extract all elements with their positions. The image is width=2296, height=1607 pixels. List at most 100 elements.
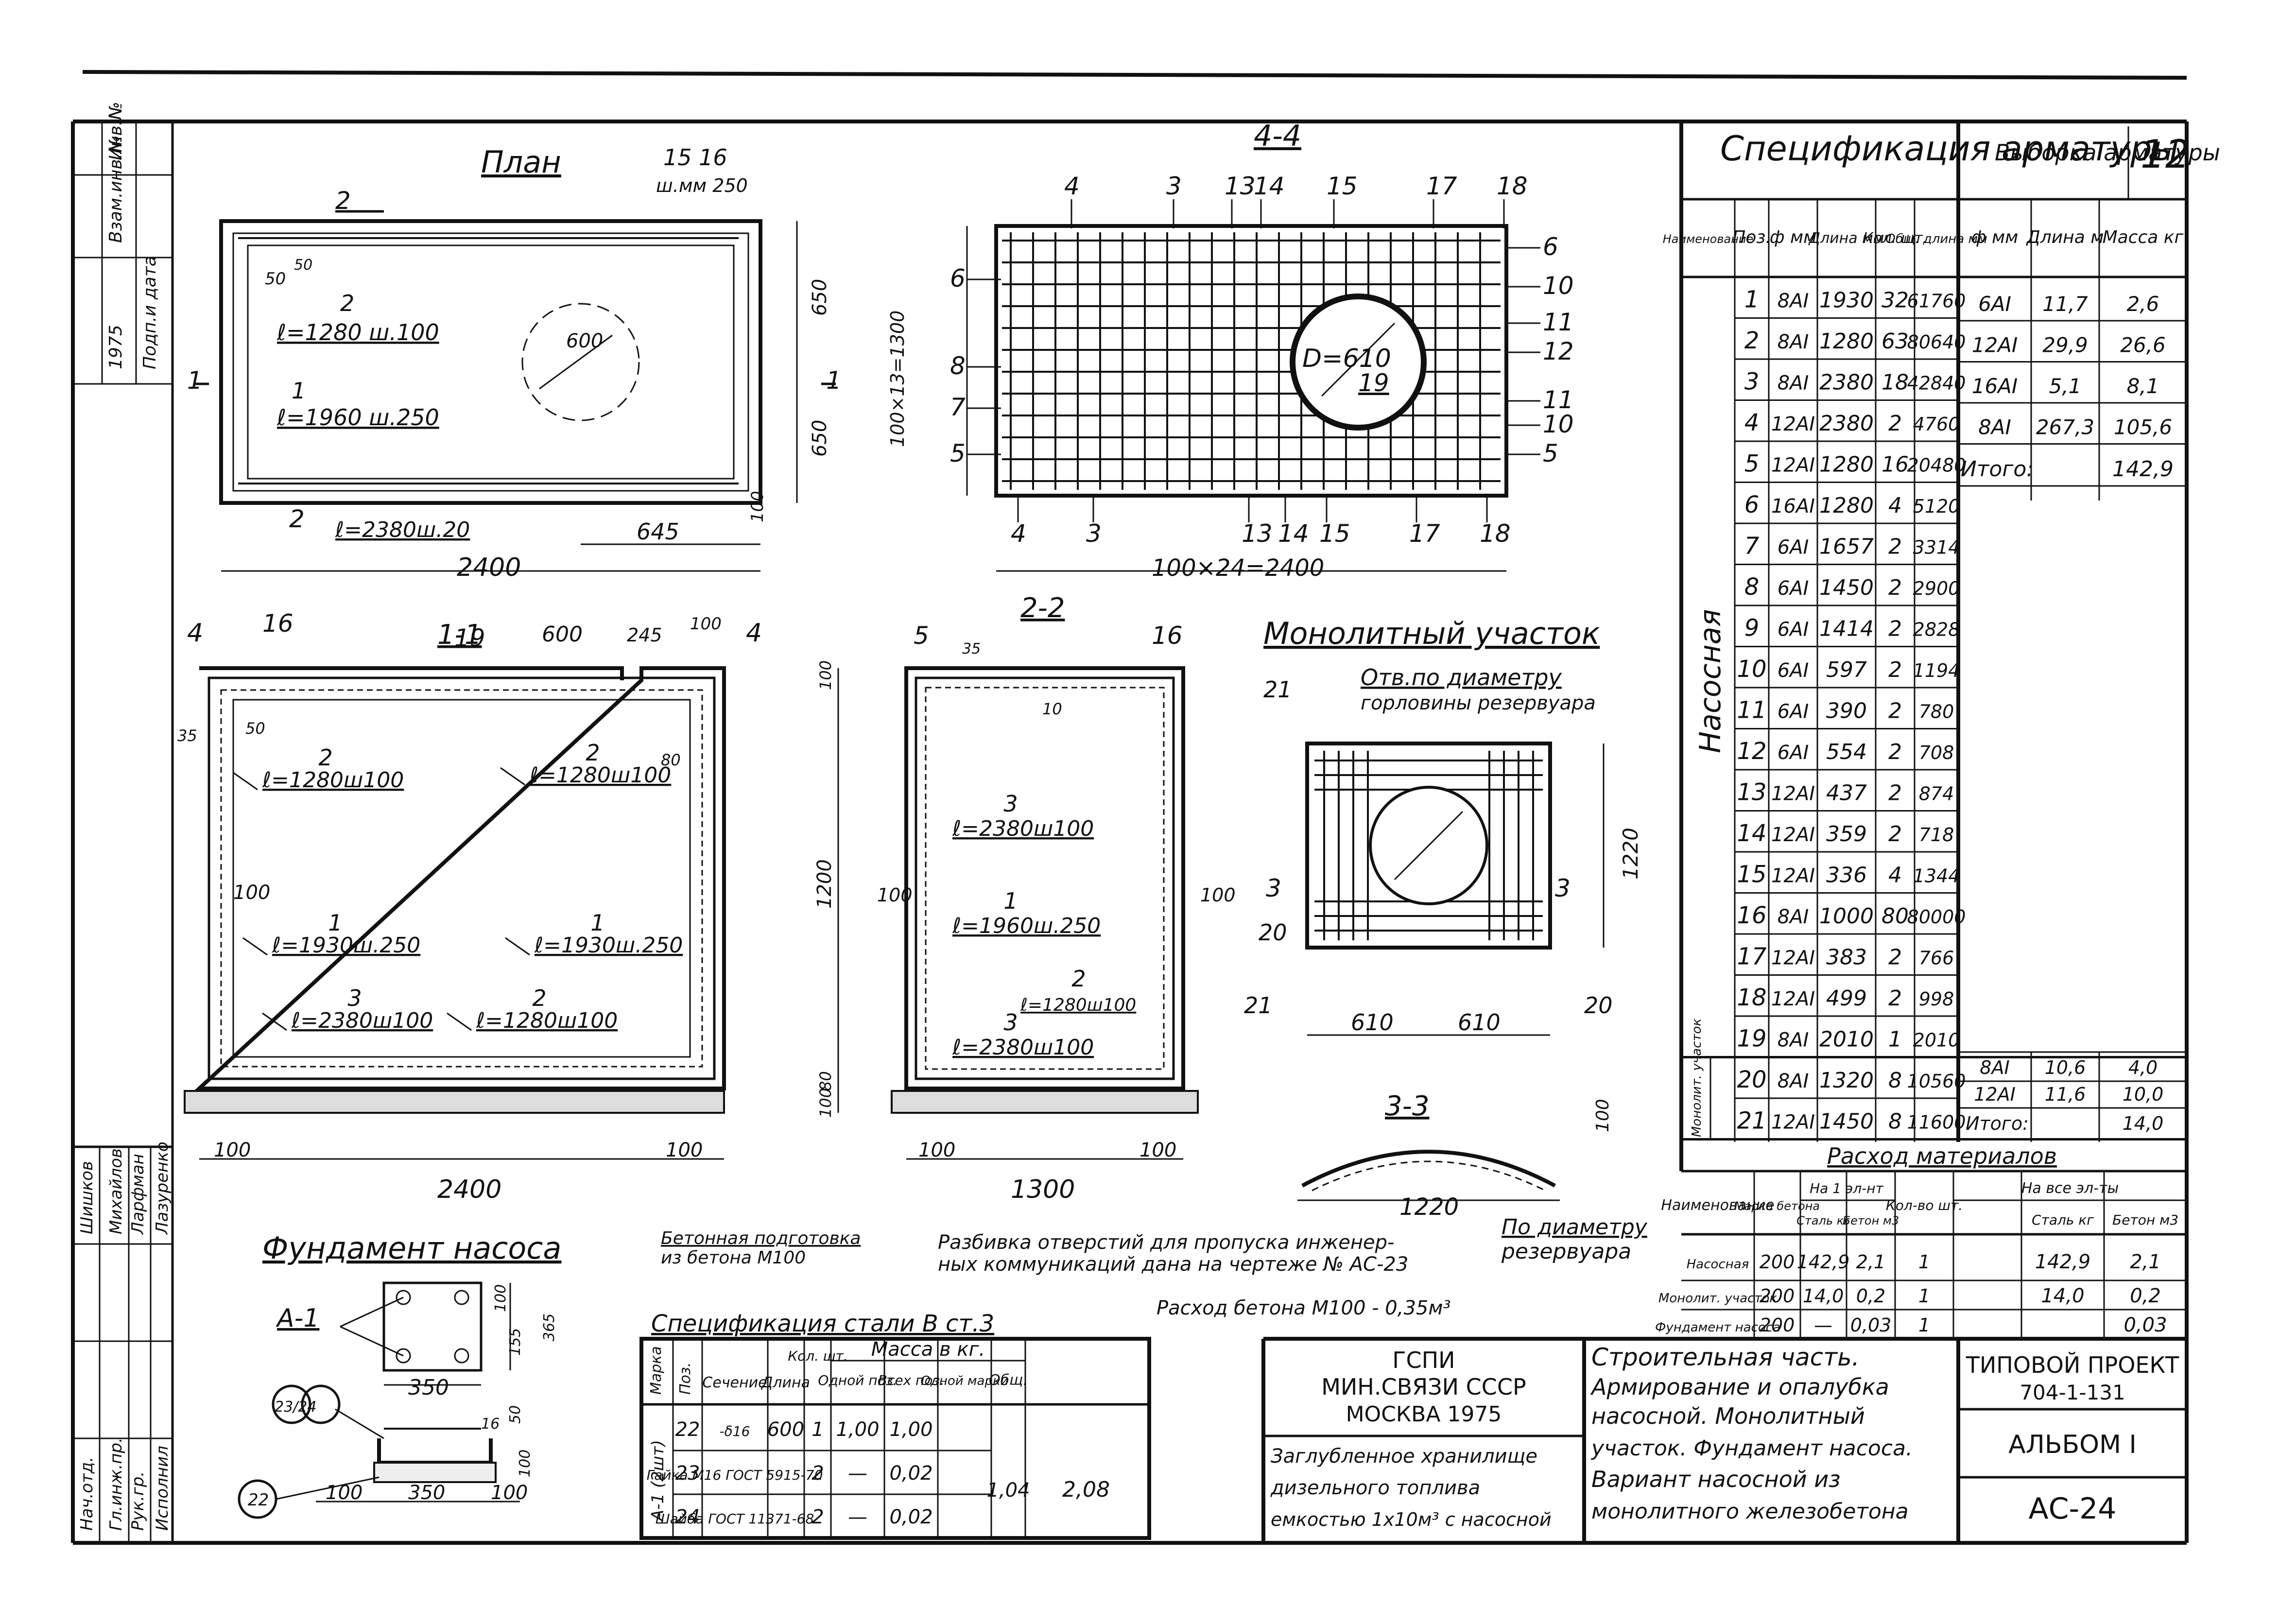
- rebar-row-pos: 7: [1744, 533, 1760, 560]
- rebar-row-length: 597: [1826, 657, 1867, 682]
- object-line-1: Заглубленное хранилище: [1271, 1445, 1537, 1468]
- sec11-cut4-left: 4: [187, 619, 203, 648]
- sample-row2-length: 11,6: [2045, 1084, 2086, 1105]
- rebar-row-total: 2900: [1913, 578, 1960, 599]
- rebar-row-length: 1280: [1819, 493, 1874, 518]
- rebar-row-length: 1657: [1819, 535, 1874, 559]
- sec22-label-length: ℓ=1280ш100: [1020, 995, 1136, 1015]
- rebar-hdr-total: Общ. длина мм: [1885, 232, 1987, 246]
- sec11-base: [184, 1090, 725, 1114]
- sec11-callouts: 2ℓ=1280ш1002ℓ=1280ш1001ℓ=1930ш.2501ℓ=193…: [233, 740, 683, 1033]
- sec44-dim-horizontal: 100×24=2400: [1152, 554, 1324, 582]
- project-no: 704-1-131: [2020, 1381, 2125, 1404]
- sec11-rebar2: [232, 699, 691, 1058]
- sec22-inner: [915, 676, 1175, 1080]
- foundation-note-1: Бетонная подготовка: [661, 1228, 861, 1248]
- rebar-row-total: 80000: [1907, 906, 1966, 928]
- sec11-label-pos: 2: [318, 744, 332, 771]
- note-openings-2: ных коммуникаций дана на чертеже № АС-23: [938, 1253, 1408, 1276]
- rebar-row-qty: 4: [1888, 863, 1902, 888]
- steel-hdr-qty: Кол. шт.: [788, 1348, 848, 1364]
- desc-line-2: Армирование и опалубка: [1590, 1374, 1889, 1400]
- sec44-label-bottom: 3: [1086, 519, 1102, 548]
- sec22-label-pos: 3: [1003, 1009, 1018, 1036]
- steel-row-qty: 2: [811, 1506, 824, 1528]
- rebar-row-qty: 8: [1888, 1109, 1902, 1134]
- sec44-label-bottom: 14: [1278, 519, 1309, 548]
- sec33-note-2: резервуара: [1501, 1239, 1631, 1264]
- steel-hdr-section: Сечение: [702, 1374, 767, 1391]
- plan-title: План: [481, 144, 561, 180]
- sec11-label-length: ℓ=1930ш.250: [272, 933, 420, 958]
- rebar-row-total: 780: [1919, 701, 1954, 723]
- sec44-label-left: 6: [950, 264, 966, 293]
- sample-row-mass: 8,1: [2127, 374, 2159, 398]
- rebar-hdr-name: Наименование: [1663, 232, 1754, 246]
- role-4: Исполнил: [153, 1446, 172, 1531]
- rebar-row-pos: 3: [1744, 368, 1760, 396]
- monolith-note-1: Отв.по диаметру: [1361, 664, 1562, 691]
- sec11-dim-2400: 2400: [437, 1175, 501, 1204]
- foundation-plate: [382, 1281, 483, 1372]
- sec33-dim-1220: 1220: [1399, 1193, 1459, 1221]
- plan-rebar-inner: [247, 244, 735, 480]
- monolith-pos21a: 21: [1263, 676, 1292, 703]
- title-block: ГСПИ МИН.СВЯЗИ СССР МОСКВА 1975 Заглубле…: [1261, 1337, 2187, 1543]
- rebar-row-qty: 63: [1882, 329, 1909, 354]
- sec22-dim-v100b: 100: [816, 1088, 835, 1118]
- stamp-text: Инв.№: [106, 102, 126, 160]
- rebar-row-total: 1194: [1913, 660, 1960, 681]
- sec11-pos16: 16: [262, 609, 293, 638]
- rebar-row-total: 3314: [1913, 537, 1960, 558]
- monolith-title: Монолитный участок: [1263, 616, 1600, 651]
- rebar-row-dia: 8АI: [1778, 1029, 1809, 1052]
- rebar-row-dia: 6АI: [1778, 536, 1809, 559]
- sec33-dim-100: 100: [1593, 1099, 1613, 1132]
- sample-row-dia: 12АI: [1972, 333, 2018, 357]
- materials-hdr-per-elem: На 1 эл-нт: [1810, 1180, 1884, 1196]
- materials-row-steel: —: [1814, 1314, 1832, 1336]
- desc-line-6: монолитного железобетона: [1591, 1499, 1909, 1524]
- foundation-title: Фундамент насоса: [262, 1230, 561, 1266]
- sec44-label-right: 11: [1543, 386, 1574, 414]
- plan-opening-diameter: [539, 334, 613, 390]
- steel-row-one: —: [848, 1462, 867, 1485]
- rebar-group-2: Монолит. участок: [1690, 1019, 1704, 1137]
- rebar-row-length: 1000: [1819, 904, 1874, 929]
- sec11-dim-35: 35: [177, 726, 197, 745]
- materials-hdr-concrete: Бетон м3: [1843, 1214, 1899, 1227]
- sheet-no: АС-24: [2029, 1492, 2117, 1526]
- org-line-3: МОСКВА 1975: [1346, 1402, 1502, 1427]
- foundation-dim-100b: 100: [491, 1482, 528, 1504]
- rebar-row-pos: 15: [1737, 861, 1766, 888]
- rebar-row-qty: 18: [1882, 370, 1909, 395]
- sec11-dim-50: 50: [245, 719, 265, 738]
- sec44-opening: [1290, 294, 1427, 431]
- monolith-dim-610a: 610: [1351, 1009, 1394, 1036]
- sample-row2-dia: 12АI: [1974, 1084, 2016, 1105]
- rebar-row-qty: 1: [1888, 1027, 1902, 1052]
- sample-row-mass: 26,6: [2120, 333, 2166, 357]
- note-concrete: Расход бетона М100 - 0,35м³: [1157, 1297, 1451, 1319]
- materials-title: Расход материалов: [1827, 1143, 2057, 1169]
- materials-row-qty: 1: [1918, 1251, 1930, 1273]
- materials-hdr-grade: Марка бетона: [1734, 1199, 1820, 1213]
- plan-section-sub: ш.мм 250: [656, 175, 748, 196]
- sec22-dim-35: 35: [962, 640, 981, 657]
- rebar-row-total: 20480: [1907, 455, 1966, 476]
- sec44-label-top: 13: [1225, 172, 1256, 200]
- monolith-cut3-left: 3: [1266, 874, 1281, 902]
- monolith-dim-610b: 610: [1458, 1009, 1501, 1036]
- stamp-text: Взам.инв.№: [106, 135, 126, 243]
- sample-total-label: Итого:: [1961, 457, 2034, 482]
- sec11-rebar: [220, 689, 703, 1068]
- sec44-label-left: 5: [950, 439, 966, 467]
- sec11-dim-80: 80: [661, 751, 681, 769]
- role-1: Нач.отд.: [77, 1457, 97, 1531]
- rebar-row-qty: 2: [1888, 575, 1902, 600]
- sample-row-length: 29,9: [2042, 333, 2088, 357]
- rebar-row-length: 383: [1826, 945, 1867, 970]
- pump-foundation: Фундамент насоса Бетонная подготовка из …: [238, 1228, 861, 1519]
- sample-row2-dia: 8АI: [1980, 1057, 2009, 1078]
- sec11-cut4-right: 4: [746, 619, 762, 648]
